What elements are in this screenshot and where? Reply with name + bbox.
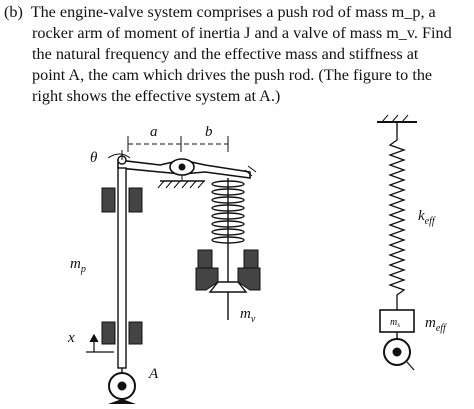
effective-spring [388, 134, 406, 310]
rocker-pivot-support [157, 175, 205, 189]
effective-mass-block: ms [379, 309, 415, 333]
effective-wheel [383, 332, 415, 371]
line-1-text: The engine-valve system comprises a push… [30, 3, 436, 21]
part-label: (b) [4, 3, 23, 21]
theta-arc [107, 153, 131, 159]
valve-spring [211, 165, 257, 320]
label-theta: θ [90, 150, 98, 166]
label-A: A [148, 366, 159, 382]
push-rod-lower-guide [101, 321, 143, 345]
label-keff: keff [418, 208, 436, 227]
push-rod [117, 167, 127, 369]
rocker-arm [117, 150, 251, 179]
push-rod-upper-guide [101, 187, 143, 213]
dimension-lines [127, 136, 229, 152]
valve-housing [195, 249, 261, 293]
effective-ground [377, 114, 417, 134]
label-b: b [205, 124, 213, 140]
cam-follower-wheel [108, 368, 136, 404]
label-a: a [150, 124, 158, 140]
problem-line-1: (b) The engine-valve system comprises a … [4, 2, 436, 22]
label-mv: mv [240, 306, 256, 325]
label-mp: mp [70, 256, 86, 275]
label-ms: ms [390, 317, 400, 329]
x-displacement-arrow [86, 333, 114, 353]
label-meff: meff [425, 315, 447, 334]
problem-line-2: rocker arm of moment of inertia J and a … [32, 24, 452, 42]
problem-line-5: right shows the effective system at A.) [32, 87, 281, 105]
problem-line-4: point A, the cam which drives the push r… [32, 66, 433, 84]
problem-line-3: the natural frequency and the effective … [32, 45, 419, 63]
label-x: x [67, 330, 75, 346]
